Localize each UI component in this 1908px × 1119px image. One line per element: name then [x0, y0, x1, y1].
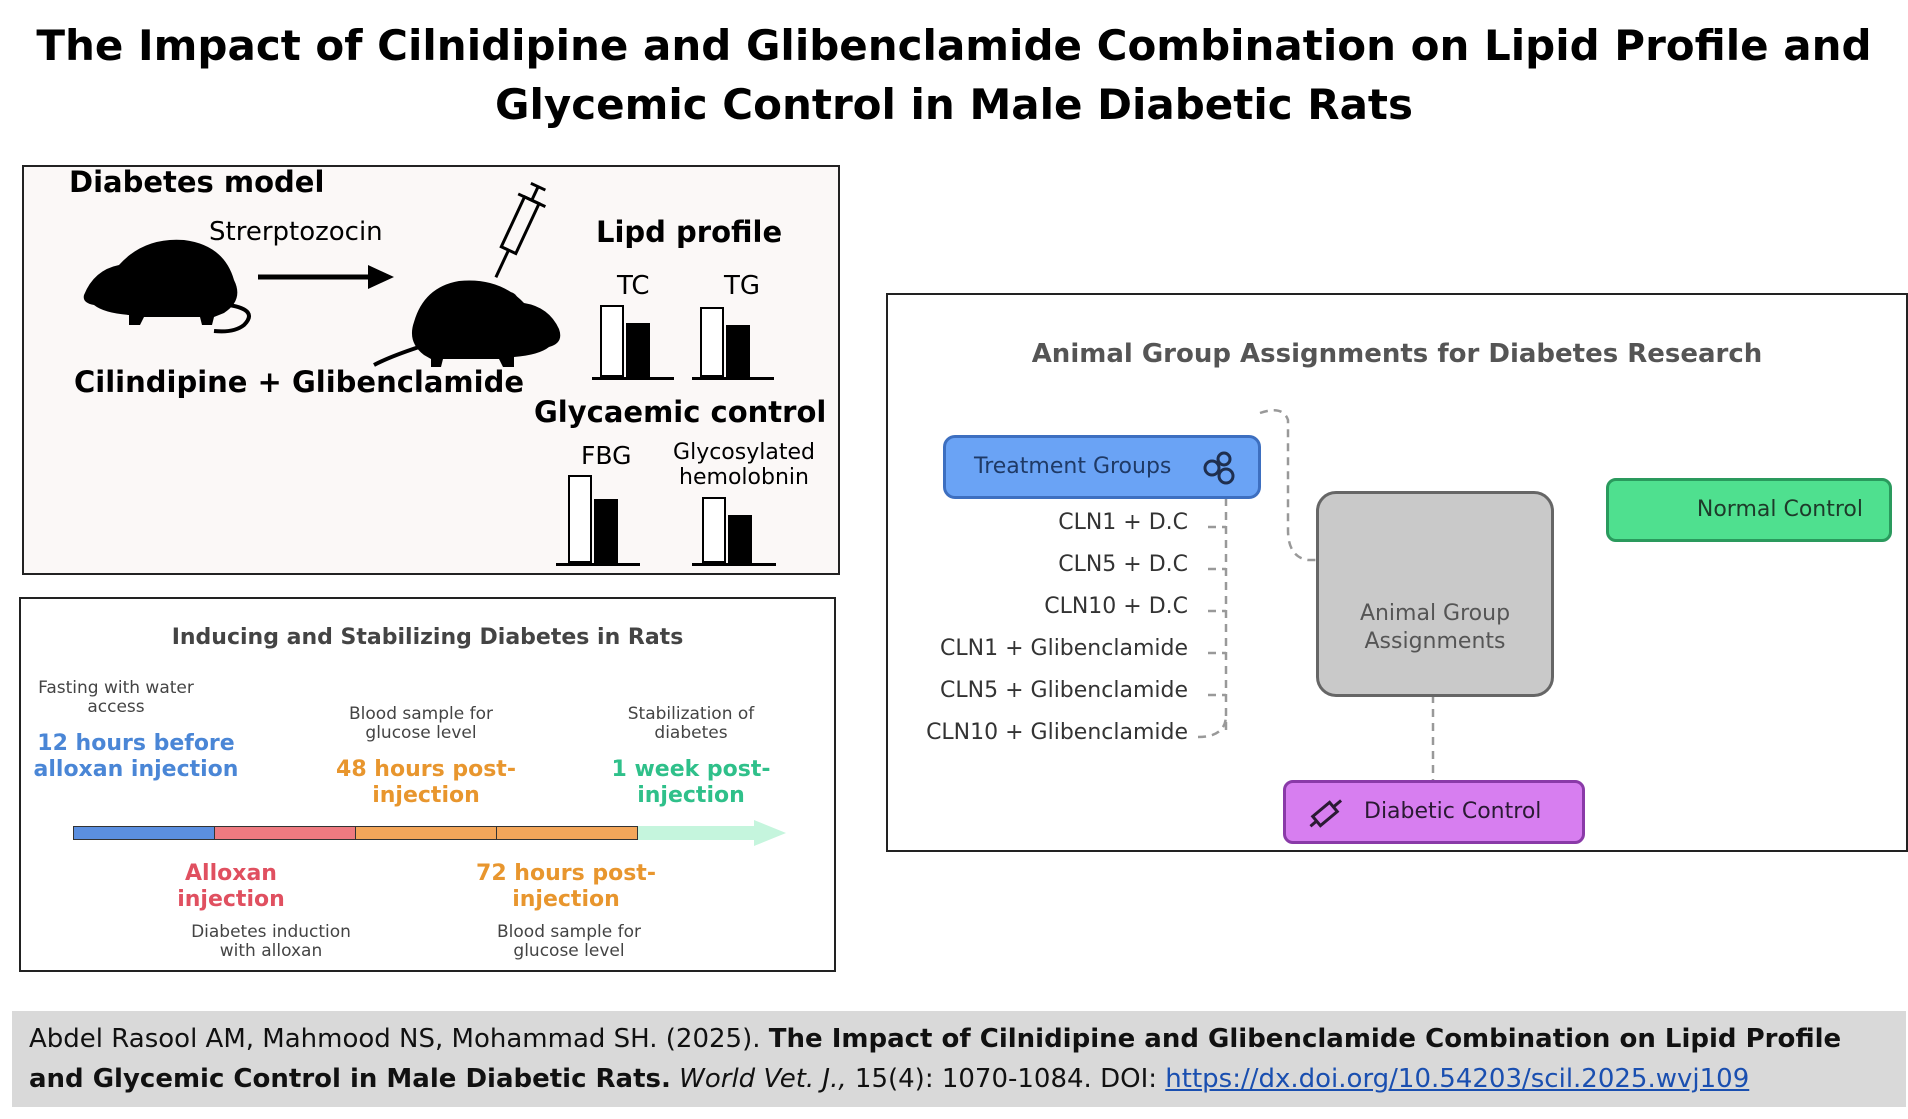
group-item: CLN1 + Glibenclamide: [940, 636, 1188, 661]
treatment-groups-node: Treatment Groups: [943, 435, 1261, 499]
diabetic-control-node: Diabetic Control: [1283, 780, 1585, 844]
agent-label: Strerptozocin: [209, 217, 383, 247]
group-item: CLN5 + D.C: [1058, 552, 1188, 577]
group-item: CLN10 + Glibenclamide: [926, 720, 1188, 745]
group-item: CLN10 + D.C: [1044, 594, 1188, 619]
arrow-right-icon: [258, 265, 394, 289]
timeline-segment: [496, 826, 638, 840]
event-label: Alloxan injection: [177, 861, 285, 912]
event-caption: Stabilization of diabetes: [627, 704, 755, 743]
group-circles-icon: [1203, 451, 1235, 485]
doi-link[interactable]: https://dx.doi.org/10.54203/scil.2025.wv…: [1165, 1064, 1750, 1094]
tg-bar-chart: [692, 307, 774, 380]
event-label: 12 hours before alloxan injection: [33, 731, 239, 782]
animal-groups-panel: Animal Group Assignments for Diabetes Re…: [886, 293, 1908, 852]
timeline-segment: [214, 826, 356, 840]
tc-label: TC: [617, 271, 650, 301]
group-list: CLN1 + D.C CLN5 + D.C CLN10 + D.C CLN1 +…: [888, 510, 1188, 760]
timeline-panel: Inducing and Stabilizing Diabetes in Rat…: [19, 597, 836, 972]
citation-title: The Impact of Cilnidipine and Glibenclam…: [29, 1024, 1842, 1094]
event-caption: Fasting with water access: [38, 678, 194, 717]
injected-rat-icon: [373, 280, 561, 367]
hba1c-label: Glycosylated hemolobnin: [673, 440, 815, 490]
event-label: 48 hours post-injection: [336, 757, 516, 808]
event-caption: Diabetes induction with alloxan: [191, 922, 351, 961]
tg-label: TG: [724, 271, 761, 301]
diabetes-model-panel: Diabetes model Strerptozocin Cilindipine…: [22, 165, 840, 575]
timeline-segment: [73, 826, 215, 840]
fbg-bar-chart: [556, 475, 640, 566]
rat-icon: [83, 239, 251, 334]
timeline-title: Inducing and Stabilizing Diabetes in Rat…: [171, 625, 684, 650]
event-label: 72 hours post-injection: [476, 861, 656, 912]
treatment-groups-label: Treatment Groups: [974, 454, 1172, 479]
event-caption: Blood sample for glucose level: [349, 704, 493, 743]
page-title: The Impact of Cilnidipine and Glibenclam…: [36, 21, 1872, 129]
lipid-title: Lipd profile: [596, 215, 783, 249]
syringe-icon: [1309, 799, 1343, 828]
timeline-arrow-icon: [638, 820, 786, 846]
event-caption: Blood sample for glucose level: [497, 922, 641, 961]
center-label: Animal Group Assignments: [1359, 601, 1511, 654]
hba1c-bar-chart: [692, 497, 776, 566]
timeline-bar: [73, 820, 791, 846]
syringe-icon: [494, 181, 547, 278]
citation-journal: World Vet. J.,: [679, 1064, 847, 1094]
citation-details: 15(4): 1070-1084. DOI:: [854, 1064, 1158, 1094]
animal-group-assignments-node: Animal Group Assignments: [1316, 491, 1554, 697]
tc-bar-chart: [592, 305, 674, 380]
model-heading: Diabetes model: [69, 165, 325, 199]
timeline-segment: [355, 826, 497, 840]
citation-bar: Abdel Rasool AM, Mahmood NS, Mohammad SH…: [12, 1011, 1906, 1107]
groups-title: Animal Group Assignments for Diabetes Re…: [1031, 339, 1763, 369]
event-label: 1 week post-injection: [611, 757, 771, 808]
normal-control-label: Normal Control: [1696, 497, 1863, 522]
diabetic-control-label: Diabetic Control: [1364, 799, 1542, 824]
fbg-label: FBG: [581, 441, 632, 470]
citation-text: Abdel Rasool AM, Mahmood NS, Mohammad SH…: [29, 1019, 1889, 1099]
treatment-label: Cilindipine + Glibenclamide: [74, 365, 524, 399]
normal-control-node: Normal Control: [1606, 478, 1892, 542]
group-item: CLN1 + D.C: [1058, 510, 1188, 535]
citation-authors: Abdel Rasool AM, Mahmood NS, Mohammad SH…: [29, 1024, 761, 1054]
glycaemic-title: Glycaemic control: [534, 395, 827, 429]
group-item: CLN5 + Glibenclamide: [940, 678, 1188, 703]
